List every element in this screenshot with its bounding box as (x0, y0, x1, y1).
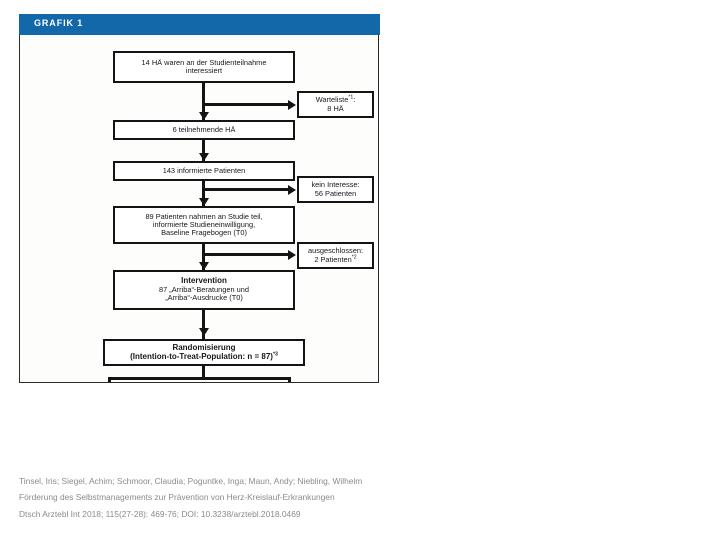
flow-box-excluded-line2-text: 2 Patienten (314, 254, 352, 264)
connector-vline-intervention (202, 310, 205, 339)
flow-box-excluded: ausgeschlossen: 2 Patienten*2 (297, 242, 374, 269)
flow-box-participating-line1: 6 teilnehmende HÄ (172, 124, 236, 134)
connector-hline-split (108, 377, 291, 380)
flow-box-interested-line1: 14 HÄ waren an der Studienteilnahme (141, 57, 267, 67)
flow-box-enrolled: 89 Patienten nahmen an Studie teil, info… (113, 206, 295, 244)
connector-vline-participating (202, 140, 205, 161)
flow-box-excluded-superscript: *2 (351, 254, 357, 261)
flow-box-waitlist-line1: Warteliste*1: (315, 94, 356, 105)
flow-box-randomization-superscript: *3 (272, 350, 278, 357)
flow-box-intervention-line2: 87 „Arriba“-Beratungen und (159, 285, 249, 295)
connector-vline-enrolled (202, 244, 205, 270)
connector-hline-waitlist (202, 103, 289, 106)
flow-box-randomization-line2-text: (Intention-to-Treat-Population: n = 87) (130, 351, 273, 361)
connector-vline-split-left (108, 377, 111, 382)
flow-box-waitlist-line1-text: Warteliste (315, 95, 349, 105)
connector-arrow-interested-down (198, 112, 209, 120)
figure-header-bar: GRAFIK 1 (19, 14, 380, 35)
flow-box-excluded-line1: ausgeschlossen: (307, 246, 364, 256)
flow-box-interested: 14 HÄ waren an der Studienteilnahme inte… (113, 51, 295, 83)
citation-source: Dtsch Arztebl Int 2018; 115(27-28): 469-… (19, 508, 301, 519)
connector-arrow-nointerest (288, 185, 296, 195)
flow-box-no-interest-line2: 56 Patienten (314, 188, 357, 198)
flow-box-waitlist-line2: 8 HÄ (327, 103, 344, 113)
connector-arrow-excluded (288, 250, 296, 260)
connector-arrow-informed-down (198, 198, 209, 206)
connector-arrow-waitlist (288, 100, 296, 110)
flow-box-enrolled-line2: informierte Studieneinwilligung, (152, 219, 256, 229)
flow-box-randomization: Randomisierung (Intention-to-Treat-Popul… (103, 339, 305, 366)
flow-box-intervention: Intervention 87 „Arriba“-Beratungen und … (113, 270, 295, 310)
flowchart-canvas: 14 HÄ waren an der Studienteilnahme inte… (20, 36, 378, 382)
citation-title: Förderung des Selbstmanagements zur Präv… (19, 492, 335, 503)
connector-arrow-enrolled-down (198, 262, 209, 270)
flow-box-intervention-line3: „Arriba“-Ausdrucke (T0) (165, 293, 243, 303)
citation-block: Tinsel, Iris; Siegel, Achim; Schmoor, Cl… (19, 473, 519, 522)
flow-box-waitlist-line1-tail: : (353, 95, 356, 105)
connector-arrow-participating-down (198, 153, 209, 161)
connector-vline-randomization (202, 366, 205, 380)
figure-panel: GRAFIK 1 14 HÄ waren an der Studienteiln… (19, 14, 380, 383)
flow-box-no-interest-line1: kein Interesse: (311, 180, 360, 190)
connector-arrow-intervention-down (198, 328, 209, 336)
flow-box-randomization-line2: (Intention-to-Treat-Population: n = 87)*… (130, 350, 278, 362)
flow-box-informed: 143 informierte Patienten (113, 161, 295, 181)
connector-vline-split-right (288, 377, 291, 382)
flow-box-enrolled-line1: 89 Patienten nahmen an Studie teil, (145, 211, 263, 221)
connector-vline-informed (202, 181, 205, 206)
flow-box-participating: 6 teilnehmende HÄ (113, 120, 295, 140)
connector-vline-interested (202, 83, 205, 120)
citation-authors: Tinsel, Iris; Siegel, Achim; Schmoor, Cl… (19, 476, 363, 486)
flow-box-waitlist: Warteliste*1: 8 HÄ (297, 91, 374, 118)
connector-hline-excluded (202, 253, 289, 256)
flow-box-intervention-title: Intervention (181, 276, 227, 286)
flow-box-informed-line1: 143 informierte Patienten (162, 165, 246, 175)
flow-box-randomization-title: Randomisierung (172, 342, 236, 352)
flow-box-waitlist-superscript: *1 (348, 94, 354, 101)
flow-box-interested-line2: interessiert (185, 66, 223, 75)
figure-header-label: GRAFIK 1 (34, 18, 84, 28)
connector-hline-nointerest (202, 188, 289, 191)
flow-box-no-interest: kein Interesse: 56 Patienten (297, 176, 374, 203)
flow-box-excluded-line2: 2 Patienten*2 (314, 254, 357, 264)
flow-box-enrolled-line3: Baseline Fragebogen (T0) (161, 228, 247, 238)
